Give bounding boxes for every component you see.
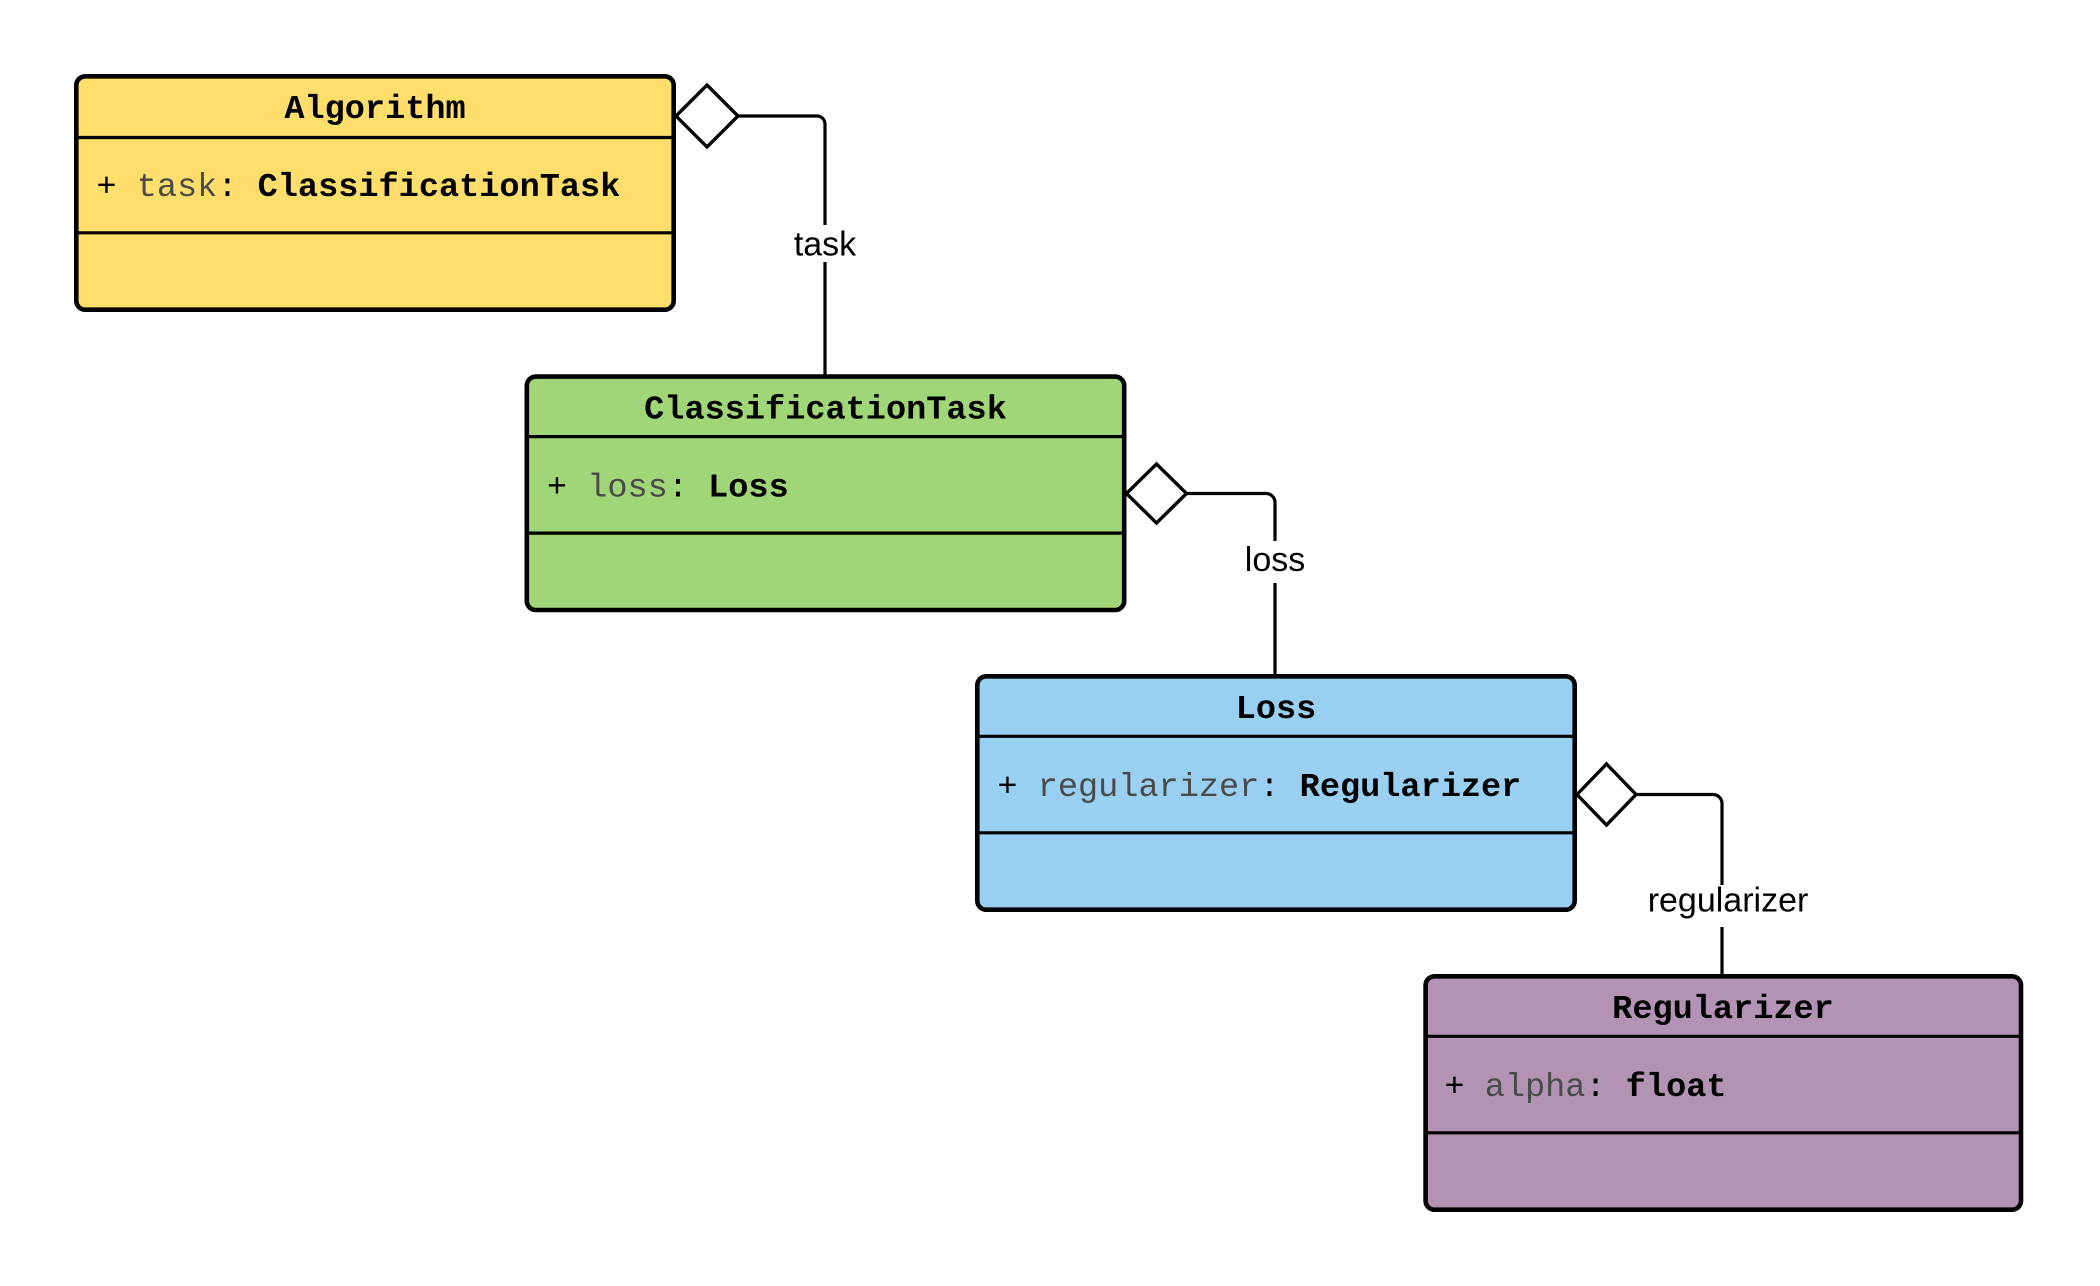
- svg-text:ClassificationTask: ClassificationTask: [644, 391, 1007, 429]
- svg-text:Loss: Loss: [1236, 691, 1317, 729]
- svg-text:task: task: [794, 226, 857, 264]
- svg-text:loss: loss: [1245, 541, 1305, 579]
- svg-text:Algorithm: Algorithm: [284, 91, 465, 129]
- svg-text:Regularizer: Regularizer: [1612, 991, 1834, 1029]
- svg-text:+ loss: Loss: + loss: Loss: [547, 470, 789, 508]
- svg-text:regularizer: regularizer: [1648, 882, 1809, 920]
- svg-text:+ alpha: float: + alpha: float: [1444, 1069, 1726, 1107]
- svg-text:+ regularizer: Regularizer: + regularizer: Regularizer: [997, 769, 1521, 807]
- svg-text:+ task: ClassificationTask: + task: ClassificationTask: [96, 169, 620, 207]
